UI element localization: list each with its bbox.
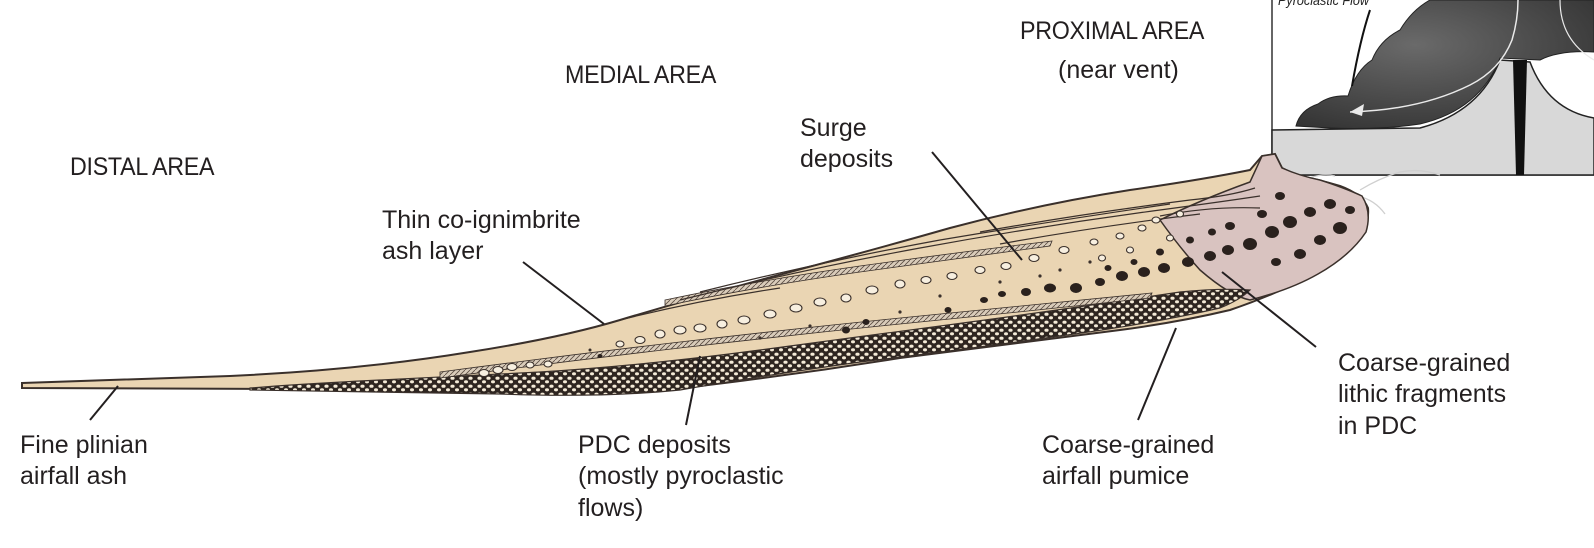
medial-area-label: MEDIAL AREA — [565, 61, 716, 91]
volcano-inset — [1272, 0, 1594, 175]
inset-caption: Pyroclastic Flow — [1278, 0, 1369, 8]
proximal-area-sublabel: (near vent) — [1058, 55, 1179, 86]
leader-pumice — [1138, 328, 1176, 420]
surge-deposits-label: Surge deposits — [800, 113, 893, 176]
leader-plinian — [90, 386, 118, 420]
airfall-pumice-label: Coarse-grained airfall pumice — [1042, 430, 1214, 493]
deposit-body — [22, 154, 1368, 395]
proximal-area-label: PROXIMAL AREA — [1020, 17, 1204, 47]
pdc-deposits-label: PDC deposits (mostly pyroclastic flows) — [578, 430, 784, 524]
tan-deposit — [22, 154, 1368, 392]
leader-co-ignimbrite — [523, 262, 604, 324]
lithic-fragments-label: Coarse-grained lithic fragments in PDC — [1338, 348, 1510, 442]
co-ignimbrite-label: Thin co-ignimbrite ash layer — [382, 205, 581, 268]
distal-area-label: DISTAL AREA — [70, 153, 214, 183]
plinian-ash-label: Fine plinian airfall ash — [20, 430, 148, 493]
